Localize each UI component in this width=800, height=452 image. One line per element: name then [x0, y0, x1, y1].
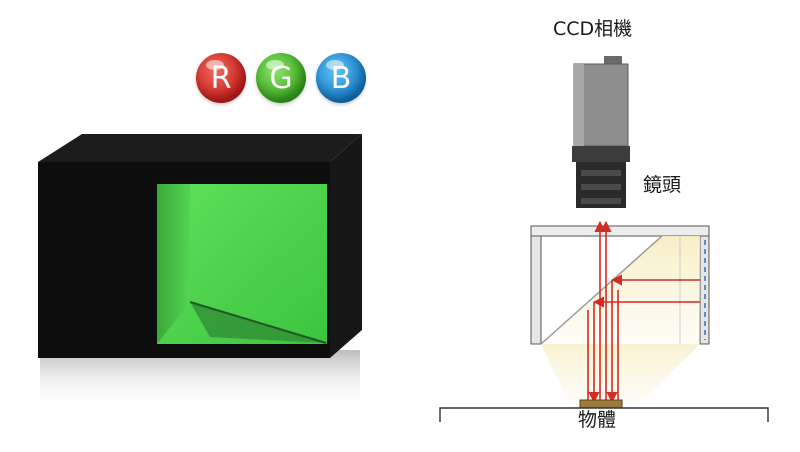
green-badge-letter: G: [269, 60, 293, 96]
lens-ring: [572, 146, 630, 162]
housing-top-plate: [530, 225, 710, 237]
half-mirror-line: [189, 301, 327, 344]
housing-top: [38, 134, 362, 162]
window-inner-wall: [157, 184, 190, 344]
green-badge: G: [256, 53, 306, 103]
stage-line: [439, 407, 769, 422]
camera-highlight: [574, 64, 584, 146]
red-badge: R: [196, 53, 246, 103]
light-cone: [541, 344, 700, 404]
lens-label: 鏡頭: [643, 174, 682, 196]
blue-badge: B: [316, 53, 366, 103]
lens-grip-2: [581, 184, 621, 190]
beam-splitter: [540, 235, 663, 345]
red-badge-letter: R: [210, 60, 232, 96]
object-label: 物體: [578, 409, 617, 431]
housing-side: [330, 134, 362, 358]
lens-grip-3: [581, 198, 621, 204]
light-zone: [541, 236, 700, 344]
camera-label: CCD相機: [553, 18, 633, 40]
camera-connector: [604, 56, 622, 66]
housing-left-wall: [530, 235, 542, 345]
floor-reflection: [40, 350, 360, 410]
lens-grip-1: [581, 170, 621, 176]
blue-badge-letter: B: [330, 60, 352, 96]
